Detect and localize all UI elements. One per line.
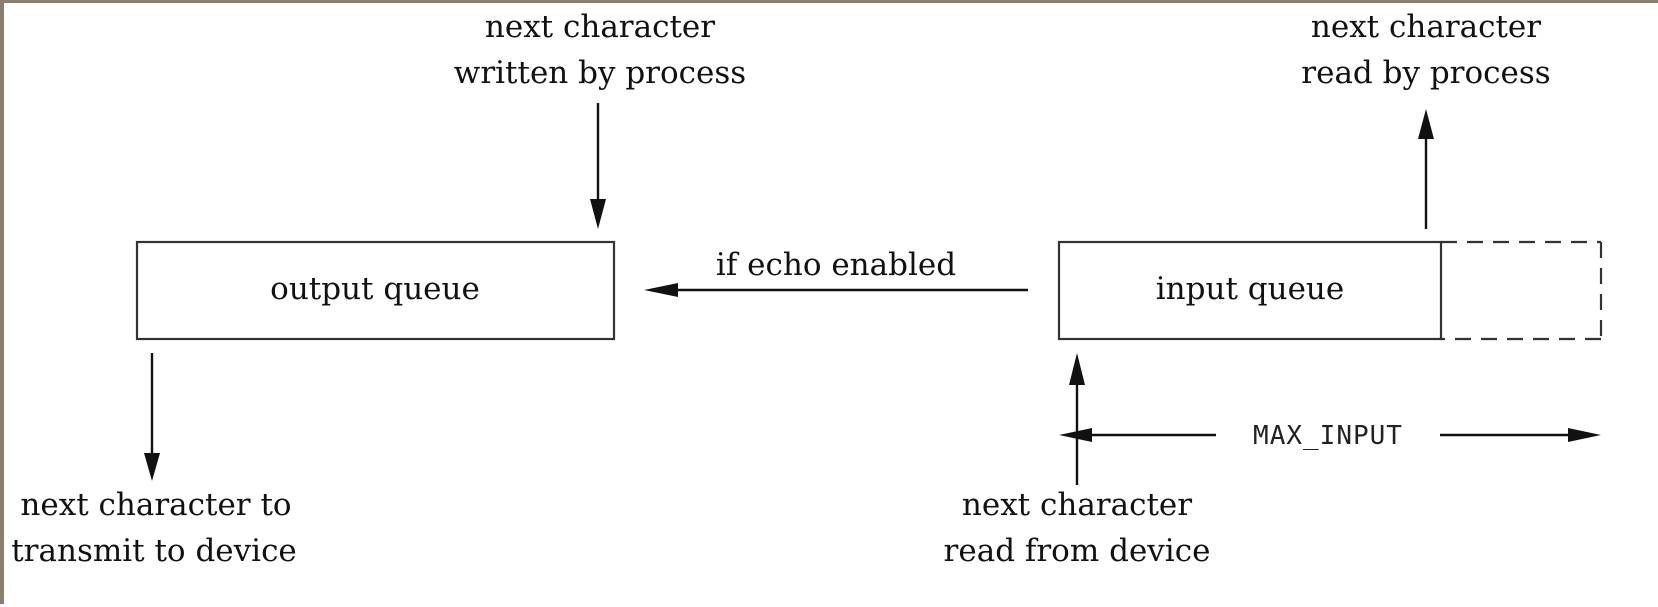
transmit-arrow [144, 353, 160, 481]
echo-label: if echo enabled [716, 247, 956, 283]
input-bottom-label-line2: read from device [944, 533, 1211, 569]
input-bottom-label-line1: next character [962, 487, 1192, 523]
max-input-label: MAX_INPUT [1253, 421, 1403, 451]
diagram-canvas: next character written by process next c… [11, 9, 1603, 569]
output-queue-box [135, 240, 616, 341]
echo-arrow [644, 283, 1028, 297]
input-queue-box [1057, 240, 1443, 341]
max-input-arrow [1059, 428, 1601, 442]
device-read-arrow [1069, 353, 1085, 485]
input-top-label-line1: next character [1311, 9, 1541, 45]
input-queue-label: input queue [1156, 271, 1344, 307]
read-arrow [1418, 109, 1434, 229]
output-bottom-label-line1: next character to [20, 487, 291, 523]
output-bottom-label-line2: transmit to device [11, 533, 297, 569]
output-queue-label: output queue [270, 271, 480, 307]
output-top-label-line1: next character [485, 9, 715, 45]
output-top-label-line2: written by process [454, 55, 746, 91]
input-queue-extension [1441, 240, 1603, 341]
input-top-label-line2: read by process [1301, 55, 1550, 91]
write-arrow [590, 103, 606, 229]
